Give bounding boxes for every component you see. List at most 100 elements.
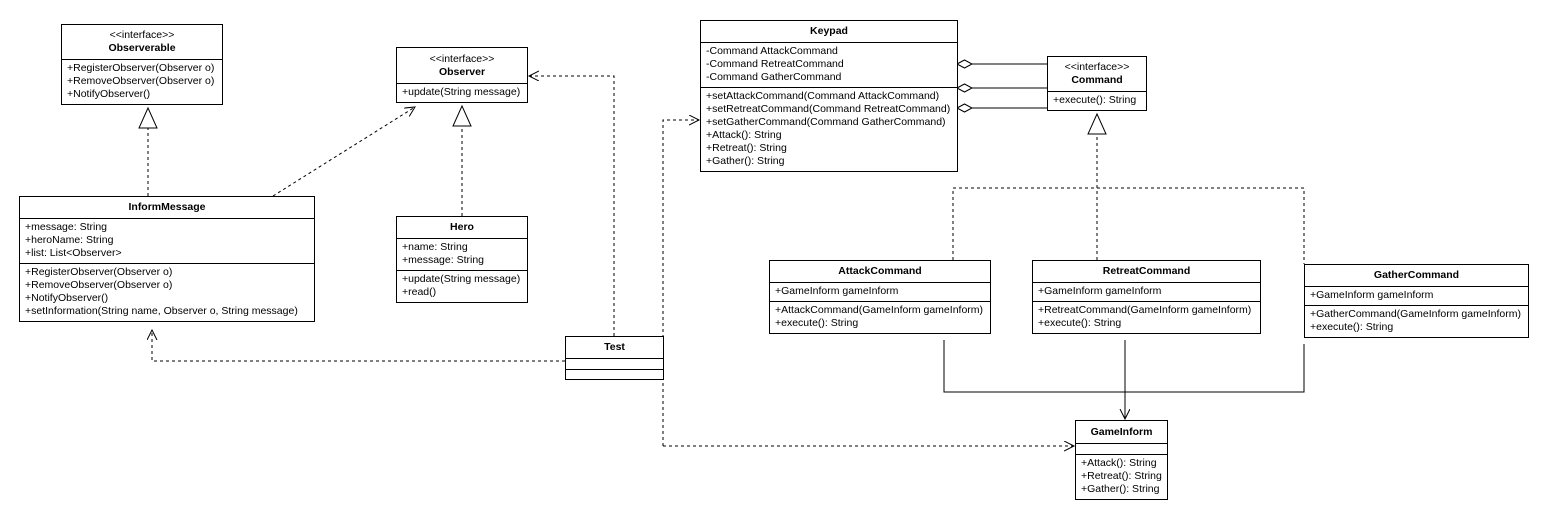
attribute: +name: String: [402, 241, 468, 253]
class-observerable[interactable]: <<interface>>Observerable+RegisterObserv…: [61, 24, 223, 105]
operations-compartment: [566, 369, 663, 379]
attributes-compartment: +GameInform gameInform: [770, 283, 990, 301]
operation: +Attack(): String: [1081, 457, 1157, 469]
operation: +Gather(): String: [706, 155, 785, 167]
dependency-test-keypad: [662, 120, 699, 446]
attribute: +heroName: String: [25, 234, 114, 246]
operation: +Retreat(): String: [1081, 470, 1162, 482]
operation: +setInformation(String name, Observer o,…: [25, 305, 298, 317]
class-header: <<interface>>Command: [1048, 57, 1146, 92]
association-commands-gameinform: [943, 340, 1305, 393]
class-header: Keypad: [701, 21, 957, 43]
operation: +update(String message): [402, 86, 521, 98]
class-command[interactable]: <<interface>>Command +execute(): String: [1047, 56, 1147, 111]
operations-compartment: +update(String message): [397, 84, 527, 102]
operation: +update(String message): [402, 273, 521, 285]
realization-commands-command: [952, 134, 1305, 264]
dependency-test-observer: [529, 76, 615, 336]
operation: +RegisterObserver(Observer o): [25, 266, 173, 278]
class-name: RetreatCommand: [1102, 265, 1191, 277]
attributes-compartment: -Command AttackCommand-Command RetreatCo…: [701, 43, 957, 87]
operation: +RegisterObserver(Observer o): [67, 62, 215, 74]
class-attack-command[interactable]: AttackCommand +GameInform gameInform +Atta…: [769, 260, 991, 334]
class-name: Command: [1071, 74, 1123, 86]
class-header: <<interface>>Observer: [397, 48, 527, 84]
class-name: Observer: [438, 65, 486, 78]
class-name: InformMessage: [128, 201, 206, 213]
operations-compartment: +Attack(): String+Retreat(): String+Gath…: [1076, 454, 1167, 499]
attributes-compartment: +GameInform gameInform: [1305, 287, 1528, 305]
operations-compartment: +RetreatCommand(GameInform gameInform)+e…: [1033, 301, 1260, 333]
attribute: -Command GatherCommand: [706, 71, 842, 83]
operation: +GatherCommand(GameInform gameInform): [1310, 308, 1521, 320]
operation: +NotifyObserver(): [25, 292, 109, 304]
operation: +execute(): String: [775, 317, 859, 329]
operation: +setAttackCommand(Command AttackCommand): [706, 90, 940, 102]
class-header: GatherCommand: [1305, 265, 1528, 287]
class-name: AttackCommand: [838, 265, 922, 277]
operation: +AttackCommand(GameInform gameInform): [775, 304, 984, 316]
operation: +setRetreatCommand(Command RetreatComman…: [706, 103, 951, 115]
operation: +Retreat(): String: [706, 142, 787, 154]
class-stereotype: <<interface>>: [1064, 61, 1130, 73]
attributes-compartment: +message: String+heroName: String+list: …: [20, 219, 314, 263]
operation: +RemoveObserver(Observer o): [25, 279, 173, 291]
aggregation-diamond-icon: [955, 59, 974, 69]
class-test[interactable]: Test: [565, 336, 664, 380]
operations-compartment: +setAttackCommand(Command AttackCommand)…: [701, 87, 957, 171]
dependency-test-informmessage: [152, 330, 565, 362]
class-observer[interactable]: <<interface>>Observer +update(String mess…: [396, 47, 528, 103]
aggregation-keypad-command: [972, 63, 1047, 109]
attribute: +message: String: [402, 254, 485, 266]
class-header: AttackCommand: [770, 261, 990, 283]
realization-triangle-icon: [1087, 112, 1107, 135]
attribute: +GameInform gameInform: [775, 285, 899, 297]
operations-compartment: +RegisterObserver(Observer o)+RemoveObse…: [62, 60, 222, 104]
class-inform-message[interactable]: InformMessage +message: String+heroName: …: [19, 196, 315, 322]
class-header: Hero: [397, 217, 527, 239]
class-stereotype: <<interface>>: [109, 29, 175, 41]
operations-compartment: +update(String message)+read(): [397, 270, 527, 302]
realization-triangle-icon: [452, 104, 472, 127]
class-name: Test: [604, 341, 625, 353]
operation: +RemoveObserver(Observer o): [67, 75, 215, 87]
aggregation-diamond-icon: [955, 103, 974, 113]
aggregation-diamond-icon: [955, 83, 974, 93]
attribute: +message: String: [25, 221, 108, 233]
operations-compartment: +GatherCommand(GameInform gameInform)+ex…: [1305, 305, 1528, 337]
operations-compartment: +RegisterObserver(Observer o)+RemoveObse…: [20, 263, 314, 321]
class-name: GameInform: [1090, 425, 1153, 438]
operations-compartment: +execute(): String: [1048, 92, 1146, 110]
attributes-compartment: [566, 359, 663, 369]
class-header: InformMessage: [20, 197, 314, 219]
class-name: GatherCommand: [1373, 269, 1460, 281]
attribute: -Command AttackCommand: [706, 45, 838, 57]
operation: +NotifyObserver(): [67, 88, 151, 100]
operation: +execute(): String: [1038, 317, 1122, 329]
attributes-compartment: +name: String+message: String: [397, 239, 527, 270]
class-stereotype: <<interface>>: [429, 52, 495, 65]
attribute: +list: List<Observer>: [25, 247, 122, 259]
attributes-compartment: [1076, 444, 1167, 454]
attribute: -Command RetreatCommand: [706, 58, 844, 70]
class-header: <<interface>>Observerable: [62, 25, 222, 60]
attribute: +GameInform gameInform: [1310, 289, 1434, 301]
class-name: Observerable: [108, 42, 176, 54]
class-name: Hero: [450, 221, 474, 233]
class-hero[interactable]: Hero+name: String+message: String+update…: [396, 216, 528, 303]
attributes-compartment: +GameInform gameInform: [1033, 283, 1260, 301]
operation: +execute(): String: [1053, 94, 1137, 106]
class-gather-command[interactable]: GatherCommand +GameInform gameInform +Gath…: [1304, 264, 1529, 338]
class-keypad[interactable]: Keypad -Command AttackCommand-Command Ret…: [700, 20, 958, 172]
operations-compartment: +AttackCommand(GameInform gameInform)+ex…: [770, 301, 990, 333]
class-name: Keypad: [810, 25, 848, 37]
class-retreat-command[interactable]: RetreatCommand +GameInform gameInform +Ret…: [1032, 260, 1261, 334]
operation: +read(): [402, 286, 437, 298]
class-game-inform[interactable]: GameInform +Attack(): String+Retreat(): S…: [1075, 420, 1168, 500]
operation: +execute(): String: [1310, 321, 1394, 333]
attribute: +GameInform gameInform: [1038, 285, 1162, 297]
class-header: RetreatCommand: [1033, 261, 1260, 283]
dependency-informmessage-observer: [272, 107, 415, 197]
